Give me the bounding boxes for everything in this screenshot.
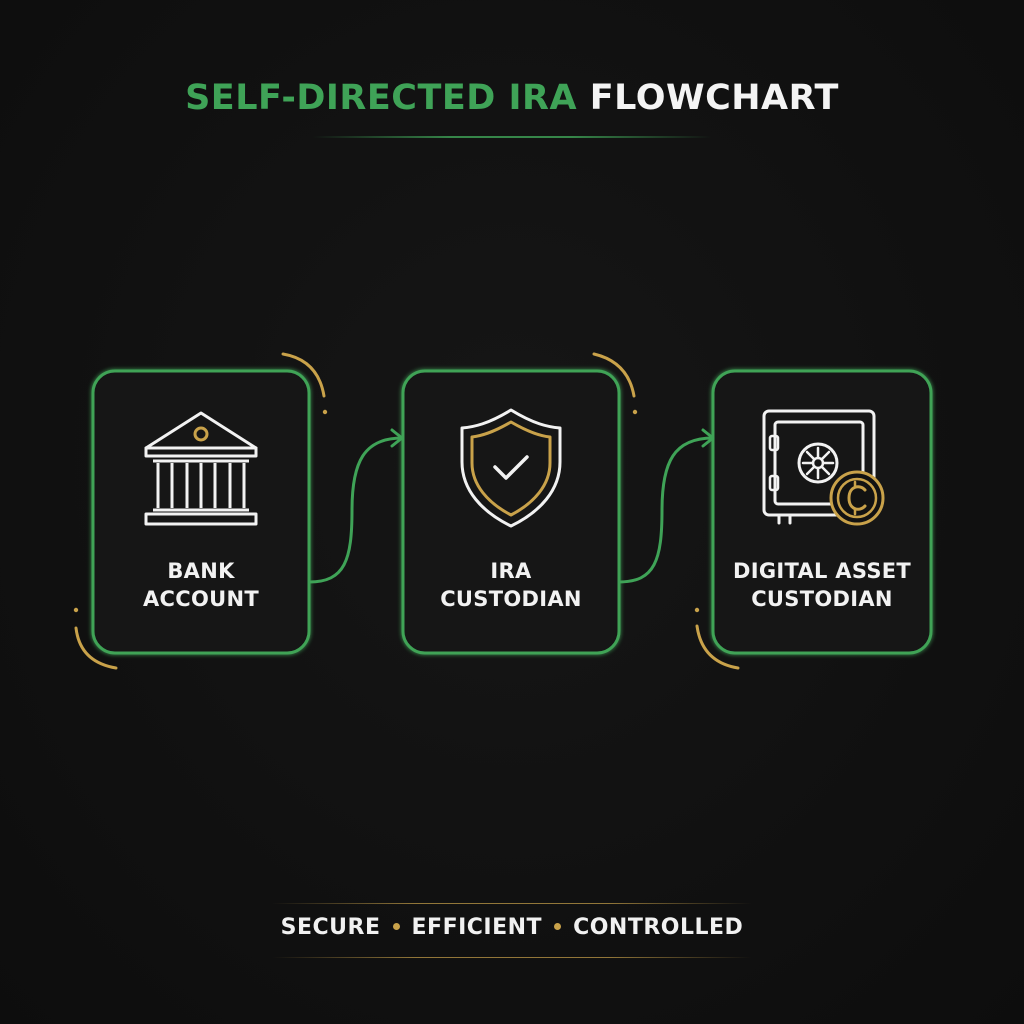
node-label-line2: CUSTODIAN	[751, 587, 893, 611]
title-underline	[312, 136, 712, 138]
node-label-line2: CUSTODIAN	[440, 587, 582, 611]
node-label-digital-asset-custodian: DIGITAL ASSET CUSTODIAN	[713, 557, 931, 613]
footer-separator-dot	[554, 922, 562, 930]
footer-separator-dot	[392, 922, 400, 930]
page-title: SELF-DIRECTED IRA FLOWCHART	[0, 78, 1024, 118]
node-label-bank-account: BANK ACCOUNT	[93, 557, 309, 613]
node-box-digital-asset-custodian	[711, 369, 933, 655]
shield-check-icon	[460, 408, 562, 528]
arrow-bank-to-ira	[307, 428, 404, 584]
footer-tagline: SECURE EFFICIENT CONTROLLED	[0, 915, 1024, 940]
node-label-line1: IRA	[490, 559, 532, 583]
safe-crypto-coin-icon	[762, 409, 885, 526]
node-label-ira-custodian: IRA CUSTODIAN	[403, 557, 619, 613]
footer-bottom-rule	[272, 957, 752, 958]
footer-item-secure: SECURE	[280, 915, 381, 940]
node-label-line1: DIGITAL ASSET	[732, 559, 912, 583]
node-box-bank-account	[91, 369, 311, 655]
arrow-ira-to-digital-asset	[617, 428, 715, 584]
footer-top-rule	[272, 903, 752, 904]
node-label-line2: ACCOUNT	[143, 587, 259, 611]
footer-item-efficient: EFFICIENT	[411, 915, 543, 940]
gold-accent-arcs	[73, 352, 740, 670]
node-box-ira-custodian	[401, 369, 621, 655]
title-green-part: SELF-DIRECTED IRA	[185, 78, 578, 118]
title-white-part: FLOWCHART	[589, 78, 839, 118]
bank-icon	[144, 411, 258, 526]
node-label-line1: BANK	[167, 559, 235, 583]
footer-item-controlled: CONTROLLED	[573, 915, 744, 940]
